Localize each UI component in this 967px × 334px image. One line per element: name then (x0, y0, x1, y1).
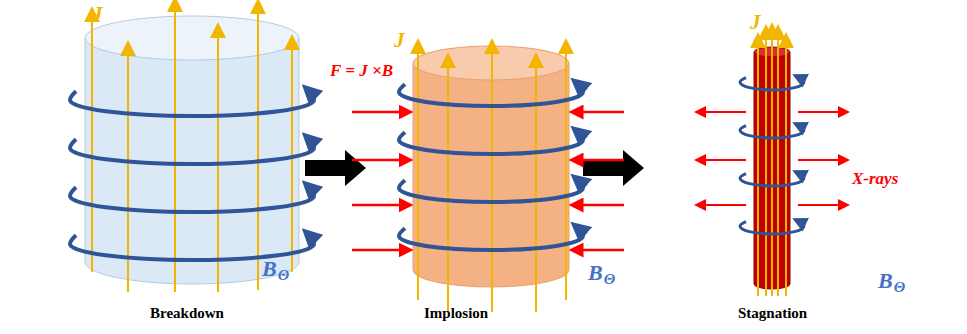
field-ring (70, 196, 314, 212)
current-arrow (217, 30, 219, 292)
field-ring (309, 187, 314, 196)
field-ring (70, 244, 314, 260)
field-ring (740, 178, 804, 186)
field-ring (740, 130, 804, 138)
current-arrow (771, 30, 773, 296)
field-ring (70, 235, 76, 244)
force-arrow (798, 111, 844, 113)
field-ring (740, 174, 746, 178)
field-ring (399, 228, 405, 236)
field-ring (740, 126, 746, 130)
field-subscript: Θ (604, 272, 615, 287)
field-ring (799, 126, 804, 130)
force-arrow (798, 159, 844, 161)
stage-arrow (583, 150, 644, 186)
current-arrow (174, 4, 176, 292)
current-arrow (785, 40, 787, 296)
field-ring (399, 140, 583, 154)
field-ring (399, 92, 583, 106)
field-ring (399, 188, 583, 202)
current-arrow (565, 46, 567, 300)
current-arrow (91, 14, 93, 272)
field-ring (740, 222, 746, 226)
field-ring (578, 132, 583, 140)
current-label: J (92, 4, 103, 25)
field-ring (70, 91, 76, 100)
current-arrow (257, 6, 259, 290)
field-ring (70, 187, 76, 196)
current-arrow (535, 60, 537, 312)
field-ring (799, 78, 804, 82)
force-arrow (700, 159, 746, 161)
field-ring (70, 100, 314, 116)
current-arrow (757, 40, 759, 296)
force-arrow (700, 111, 746, 113)
force-arrow (576, 111, 624, 114)
force-arrow (352, 249, 406, 252)
force-arrow (798, 204, 844, 206)
current-arrow (127, 48, 129, 292)
field-ring (740, 78, 746, 82)
field-ring (70, 148, 314, 164)
field-ring (799, 222, 804, 226)
force-label: F = J ×B (330, 62, 393, 79)
field-label: B (878, 270, 893, 292)
force-arrow (576, 204, 624, 207)
current-arrow (765, 32, 767, 296)
field-subscript: Θ (894, 280, 905, 295)
current-arrow (447, 60, 449, 312)
current-arrow (417, 46, 419, 300)
field-ring (399, 180, 405, 188)
field-ring (309, 139, 314, 148)
field-ring (70, 139, 76, 148)
field-ring (399, 236, 583, 250)
force-arrow (352, 111, 406, 114)
stage-label: Implosion (424, 306, 488, 321)
force-arrow (576, 249, 624, 252)
field-ring (399, 84, 405, 92)
current-label: J (750, 12, 761, 33)
force-arrow (576, 159, 624, 162)
field-ring (578, 84, 583, 92)
field-label: B (588, 262, 603, 284)
field-label: B (262, 258, 277, 280)
plasma-cylinder (85, 16, 299, 284)
current-label: J (394, 30, 405, 51)
field-ring (578, 228, 583, 236)
field-ring (309, 235, 314, 244)
current-arrow (491, 46, 493, 312)
field-ring (799, 174, 804, 178)
field-ring (740, 82, 804, 90)
stage-label: Stagnation (738, 306, 807, 321)
field-subscript: Θ (278, 268, 289, 283)
stage-arrow (305, 150, 366, 186)
force-arrow (352, 159, 406, 162)
force-arrow (352, 204, 406, 207)
field-ring (740, 226, 804, 234)
field-ring (309, 91, 314, 100)
field-ring (578, 180, 583, 188)
xray-label: X-rays (852, 170, 898, 187)
stage-label: Breakdown (150, 306, 224, 321)
field-ring (399, 132, 405, 140)
force-arrow (700, 204, 746, 206)
current-arrow (777, 32, 779, 296)
